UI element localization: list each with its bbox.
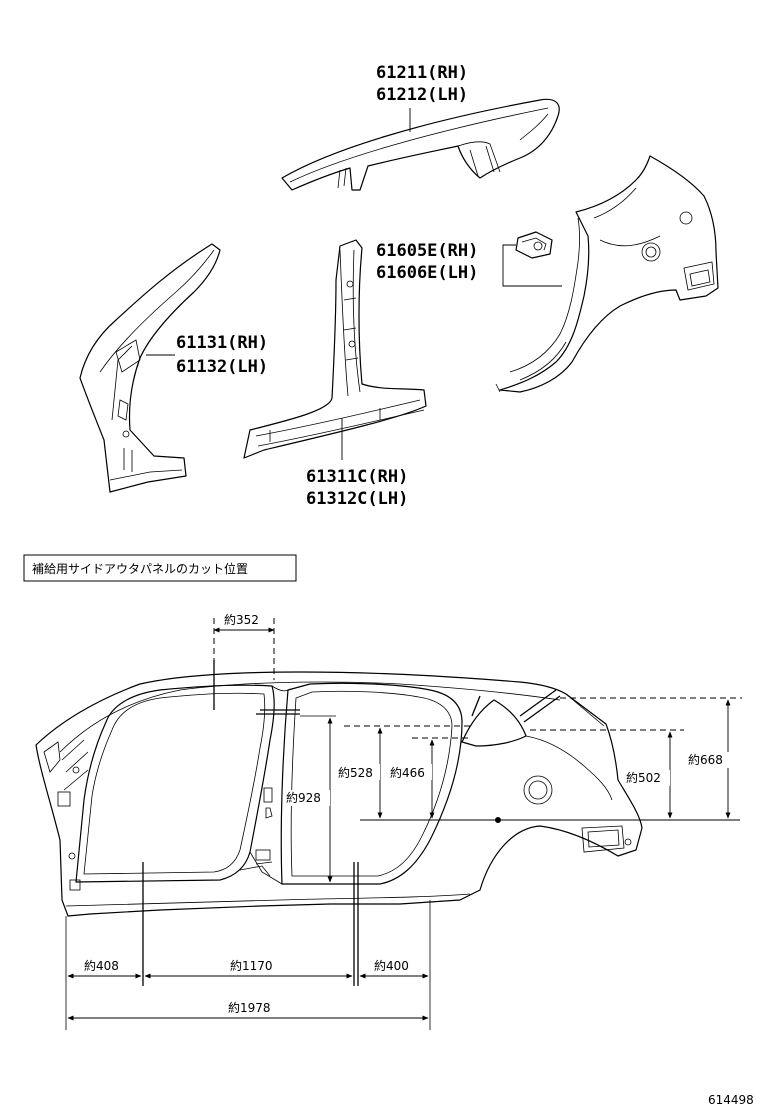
quarter-panel-part bbox=[495, 155, 719, 393]
caption-box bbox=[23, 554, 297, 582]
front-pillar-part bbox=[79, 243, 221, 493]
dim-1978: 約1978 bbox=[228, 1000, 271, 1015]
center-pillar-lh-label: 61312C(LH) bbox=[306, 489, 408, 509]
front-pillar-rh-label: 61131(RH) bbox=[176, 333, 268, 353]
dim-352: 約352 bbox=[224, 612, 259, 627]
quarter-panel-lh-label: 61606E(LH) bbox=[376, 263, 478, 283]
cut-lines bbox=[142, 660, 561, 986]
dim-466: 約466 bbox=[390, 765, 425, 780]
dimension-lines bbox=[65, 618, 742, 1030]
section-caption: 補給用サイドアウタパネルのカット位置 bbox=[32, 561, 248, 576]
dim-528: 約528 bbox=[338, 765, 373, 780]
dim-400: 約400 bbox=[374, 958, 409, 973]
dim-1170: 約1170 bbox=[230, 958, 273, 973]
dim-502: 約502 bbox=[626, 770, 661, 785]
quarter-panel-rh-label: 61605E(RH) bbox=[376, 241, 478, 261]
front-pillar-lh-label: 61132(LH) bbox=[176, 357, 268, 377]
roof-rail-rh-label: 61211(RH) bbox=[376, 63, 468, 83]
roof-rail-part bbox=[281, 98, 560, 191]
center-pillar-rh-label: 61311C(RH) bbox=[306, 467, 408, 487]
center-pillar-part bbox=[243, 239, 427, 459]
fuel-lid-bracket bbox=[515, 231, 553, 259]
figure-number: 614498 bbox=[708, 1093, 754, 1107]
quarter-panel-leader bbox=[502, 244, 562, 287]
roof-rail-lh-label: 61212(LH) bbox=[376, 85, 468, 105]
side-outer-panel bbox=[35, 671, 643, 917]
dim-928: 約928 bbox=[286, 790, 321, 805]
dim-408: 約408 bbox=[84, 958, 119, 973]
dim-668: 約668 bbox=[688, 752, 723, 767]
